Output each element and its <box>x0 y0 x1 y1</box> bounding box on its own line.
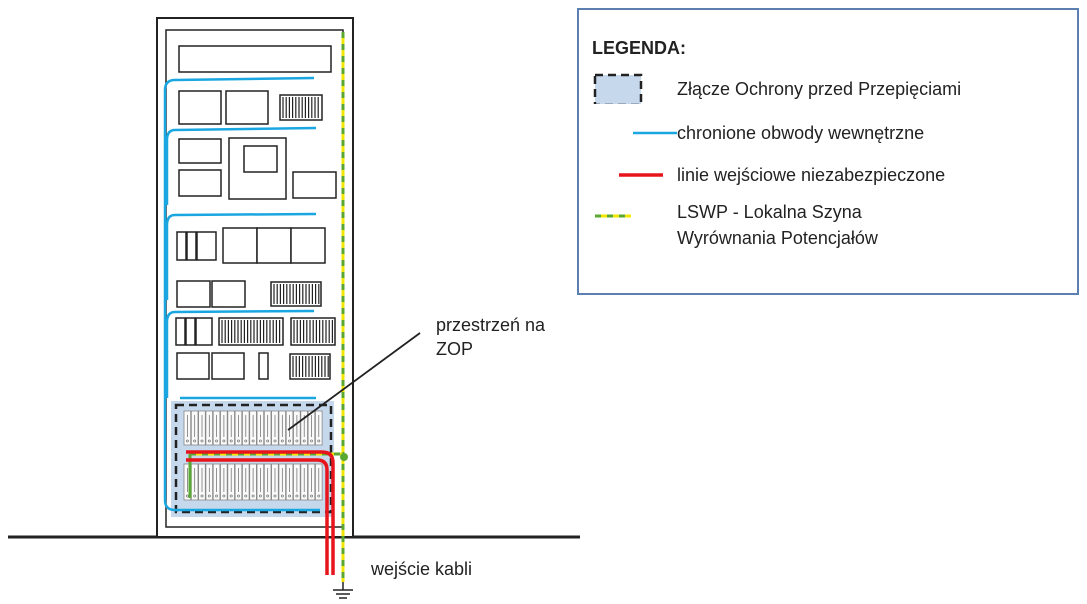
legend-item-earth: LSWP - Lokalna Szyna Wyrównania Potencja… <box>579 202 1077 262</box>
protected-circuits <box>163 76 320 512</box>
legend-label-zop: Złącze Ochrony przed Przepięciami <box>677 79 962 99</box>
terminal-block <box>270 281 322 307</box>
module <box>178 169 222 197</box>
zop-space-label-line2: ZOP <box>436 339 474 359</box>
unprotected-input-lines <box>186 450 335 575</box>
module <box>176 352 210 380</box>
legend-item-protected: chronione obwody wewnętrzne <box>579 116 1077 144</box>
terminal-block <box>289 353 331 380</box>
module <box>222 227 258 264</box>
dashed-box-icon <box>593 73 643 104</box>
red-line-icon <box>619 173 663 177</box>
earth-connection-point <box>340 453 348 461</box>
module <box>196 231 217 261</box>
module <box>258 352 269 380</box>
cable-entry-label: wejście kabli <box>371 559 473 579</box>
ground-icon <box>333 582 353 599</box>
zop-space-label-line1: przestrzeń na <box>436 315 546 335</box>
surge-protector-row-top <box>183 410 323 446</box>
module <box>195 317 213 346</box>
terminal-block <box>279 94 323 121</box>
terminal-block <box>218 317 284 346</box>
legend-label-protected: chronione obwody wewnętrzne <box>677 123 925 143</box>
legend-label-earth-line2: Wyrównania Potencjałów <box>677 228 878 248</box>
module <box>175 317 186 346</box>
module <box>178 138 222 164</box>
module <box>292 171 337 199</box>
legend-item-unprotected: linie wejściowe niezabezpieczone <box>579 158 1077 186</box>
module <box>256 227 292 264</box>
terminal-block <box>290 317 336 346</box>
surge-protector-row-bottom <box>183 463 323 501</box>
module <box>211 280 246 308</box>
legend-item-zop: Złącze Ochrony przed Przepięciami <box>579 72 1077 104</box>
top-panel-module <box>178 45 332 73</box>
legend-box: LEGENDA: Złącze Ochrony przed Przepięcia… <box>577 8 1079 295</box>
yellow-green-dashed-line-icon <box>595 214 631 218</box>
module <box>185 317 196 346</box>
legend-title: LEGENDA: <box>592 38 686 58</box>
module <box>176 231 187 261</box>
module <box>178 90 222 125</box>
legend-label-unprotected: linie wejściowe niezabezpieczone <box>677 165 946 185</box>
module <box>290 227 326 264</box>
module <box>225 90 269 125</box>
module <box>176 280 211 308</box>
zop-space-label: przestrzeń na ZOP <box>436 313 545 361</box>
module <box>211 352 245 380</box>
zop-pointer-line <box>287 332 421 431</box>
blue-line-icon <box>633 131 677 135</box>
legend-label-earth-line1: LSWP - Lokalna Szyna <box>677 202 862 222</box>
module <box>186 231 197 261</box>
module-large-inner <box>243 145 278 173</box>
